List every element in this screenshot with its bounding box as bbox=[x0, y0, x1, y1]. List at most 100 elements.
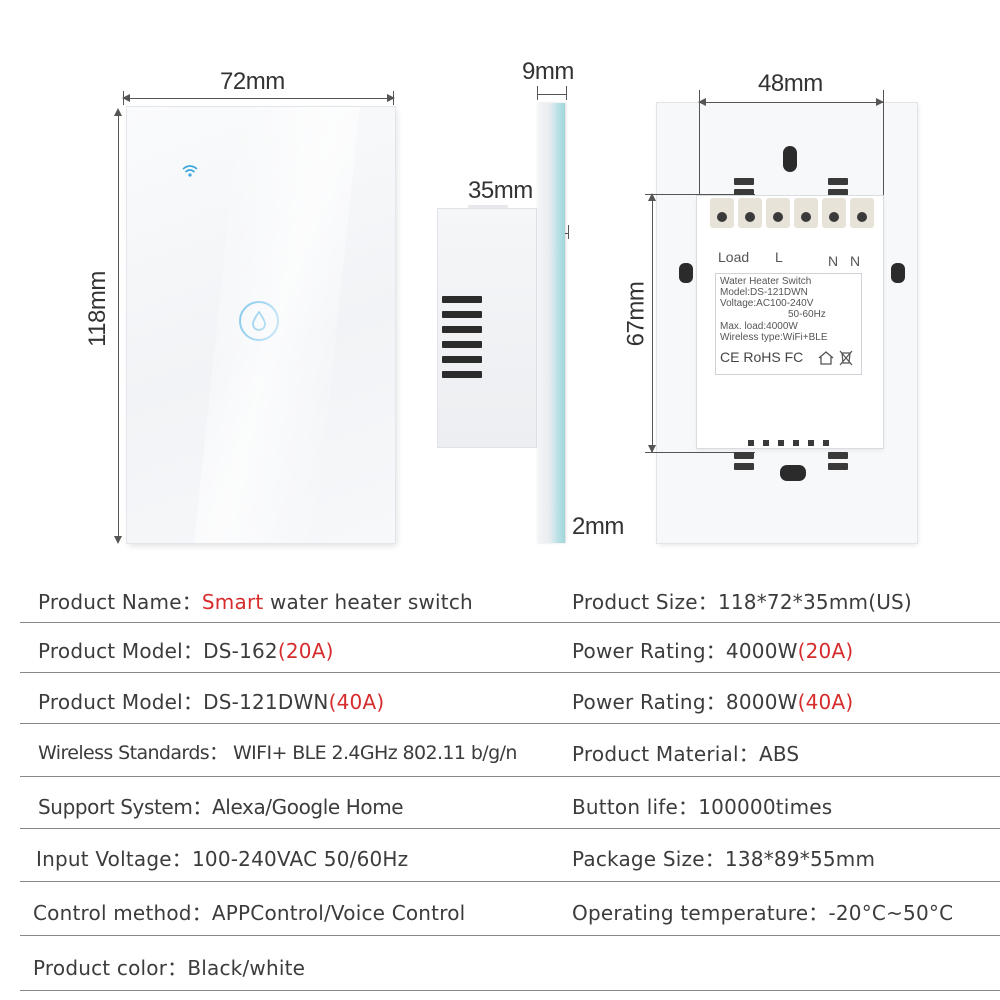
back-width-label: 48mm bbox=[758, 70, 823, 97]
tick bbox=[537, 86, 538, 100]
screw bbox=[829, 212, 839, 222]
spec-value: 8000W bbox=[725, 690, 798, 714]
spec-label: Power Rating： bbox=[572, 690, 726, 714]
spec-value-highlight: (40A) bbox=[797, 690, 854, 714]
spec-value: ABS bbox=[758, 742, 800, 766]
row-divider bbox=[20, 828, 1000, 829]
ce-mark-icon: CE RoHS FC bbox=[720, 349, 804, 365]
front-glass-panel bbox=[127, 107, 395, 543]
row-divider bbox=[20, 776, 1000, 777]
spec-label: Product Model： bbox=[38, 690, 204, 714]
spec-input-voltage: Input Voltage：100-240VAC 50/60Hz bbox=[36, 843, 408, 872]
recycle-bin-icon bbox=[839, 350, 853, 366]
tick bbox=[393, 91, 394, 105]
touch-button[interactable] bbox=[239, 301, 279, 341]
sticker-freq: 50-60Hz bbox=[788, 309, 826, 320]
spec-value: water heater switch bbox=[263, 590, 473, 614]
front-height-arrow-up bbox=[114, 108, 122, 116]
screw bbox=[773, 212, 783, 222]
spec-value: 100000times bbox=[698, 795, 833, 819]
slot bbox=[734, 452, 754, 459]
row-divider bbox=[20, 935, 1000, 936]
screw bbox=[857, 212, 867, 222]
pin bbox=[748, 440, 754, 446]
screw bbox=[717, 212, 727, 222]
tick bbox=[568, 225, 569, 239]
back-height-label: 67mm bbox=[622, 281, 650, 347]
tick bbox=[123, 91, 124, 105]
spec-power-rating-40a: Power Rating：8000W(40A) bbox=[572, 686, 853, 715]
terminal-screw bbox=[794, 198, 818, 228]
row-divider bbox=[20, 622, 1000, 623]
spec-value: Black/white bbox=[187, 956, 306, 980]
sticker-model: Model:DS-121DWN bbox=[720, 287, 808, 298]
side-thickness-line bbox=[537, 94, 567, 95]
spec-value: WIFI+ BLE 2.4GHz 802.11 b/g/n bbox=[232, 742, 517, 764]
guide bbox=[645, 194, 755, 195]
wifi-icon bbox=[182, 165, 198, 177]
spec-value: APPControl/Voice Control bbox=[211, 901, 466, 925]
spec-label: Power Rating： bbox=[572, 639, 726, 663]
terminal-l-label: L bbox=[775, 249, 783, 265]
spec-label: Wireless Standards： bbox=[38, 742, 228, 764]
row-divider bbox=[20, 672, 1000, 673]
side-depth-label: 35mm bbox=[468, 177, 533, 204]
front-width-label: 72mm bbox=[220, 68, 285, 95]
arrow bbox=[648, 445, 656, 453]
mount-hole bbox=[783, 146, 797, 172]
terminal-screw bbox=[850, 198, 874, 228]
spec-product-model-20a: Product Model：DS-162(20A) bbox=[38, 635, 334, 664]
spec-label: Support System： bbox=[38, 795, 213, 819]
sticker-wireless: Wireless type:WiFi+BLE bbox=[720, 332, 828, 343]
spec-value-highlight: Smart bbox=[201, 590, 264, 614]
vent-slot bbox=[442, 371, 482, 378]
vent-slot bbox=[442, 326, 482, 333]
row-divider bbox=[20, 881, 1000, 882]
mount-hole bbox=[780, 465, 806, 481]
slot bbox=[734, 189, 754, 196]
pin bbox=[778, 440, 784, 446]
spec-label: Package Size： bbox=[572, 847, 725, 871]
slot bbox=[828, 463, 848, 470]
slot bbox=[734, 178, 754, 185]
front-height-arrow-down bbox=[114, 536, 122, 544]
spec-operating-temperature: Operating temperature：-20°C~50°C bbox=[572, 897, 953, 926]
front-width-arrow-left bbox=[122, 94, 130, 102]
screw bbox=[745, 212, 755, 222]
vent-slot bbox=[442, 341, 482, 348]
sticker-voltage: Voltage:AC100-240V bbox=[720, 298, 814, 309]
slot bbox=[828, 189, 848, 196]
arrow bbox=[876, 98, 884, 106]
spec-label: Product Size： bbox=[572, 590, 718, 614]
spec-sticker: Water Heater Switch Model:DS-121DWN Volt… bbox=[715, 273, 862, 375]
terminal-screw bbox=[766, 198, 790, 228]
front-height-line bbox=[118, 110, 119, 542]
pin bbox=[763, 440, 769, 446]
vent-slot bbox=[442, 356, 482, 363]
spec-value: 118*72*35mm(US) bbox=[717, 590, 912, 614]
spec-label: Button life： bbox=[572, 795, 699, 819]
spec-product-size: Product Size：118*72*35mm(US) bbox=[572, 586, 912, 615]
spec-label: Product Model： bbox=[38, 639, 204, 663]
spec-product-model-40a: Product Model：DS-121DWN(40A) bbox=[38, 686, 384, 715]
spec-label: Input Voltage： bbox=[36, 847, 192, 871]
slot bbox=[828, 178, 848, 185]
front-height-label: 118mm bbox=[83, 271, 111, 347]
spec-product-color: Product color：Black/white bbox=[33, 952, 305, 981]
terminal-n2-label: N bbox=[850, 253, 861, 269]
spec-value: -20°C~50°C bbox=[828, 901, 954, 925]
spec-value: 138*89*55mm bbox=[724, 847, 876, 871]
spec-label: Operating temperature： bbox=[572, 901, 829, 925]
spec-value-highlight: (40A) bbox=[328, 690, 385, 714]
spec-label: Product color： bbox=[33, 956, 188, 980]
sticker-title: Water Heater Switch bbox=[720, 276, 812, 287]
slot bbox=[828, 452, 848, 459]
slot bbox=[734, 463, 754, 470]
arrow bbox=[648, 193, 656, 201]
spec-power-rating-20a: Power Rating：4000W(20A) bbox=[572, 635, 853, 664]
pin bbox=[808, 440, 814, 446]
guide bbox=[699, 90, 700, 220]
front-width-line bbox=[123, 98, 393, 99]
guide bbox=[883, 90, 884, 220]
spec-value-highlight: (20A) bbox=[797, 639, 854, 663]
